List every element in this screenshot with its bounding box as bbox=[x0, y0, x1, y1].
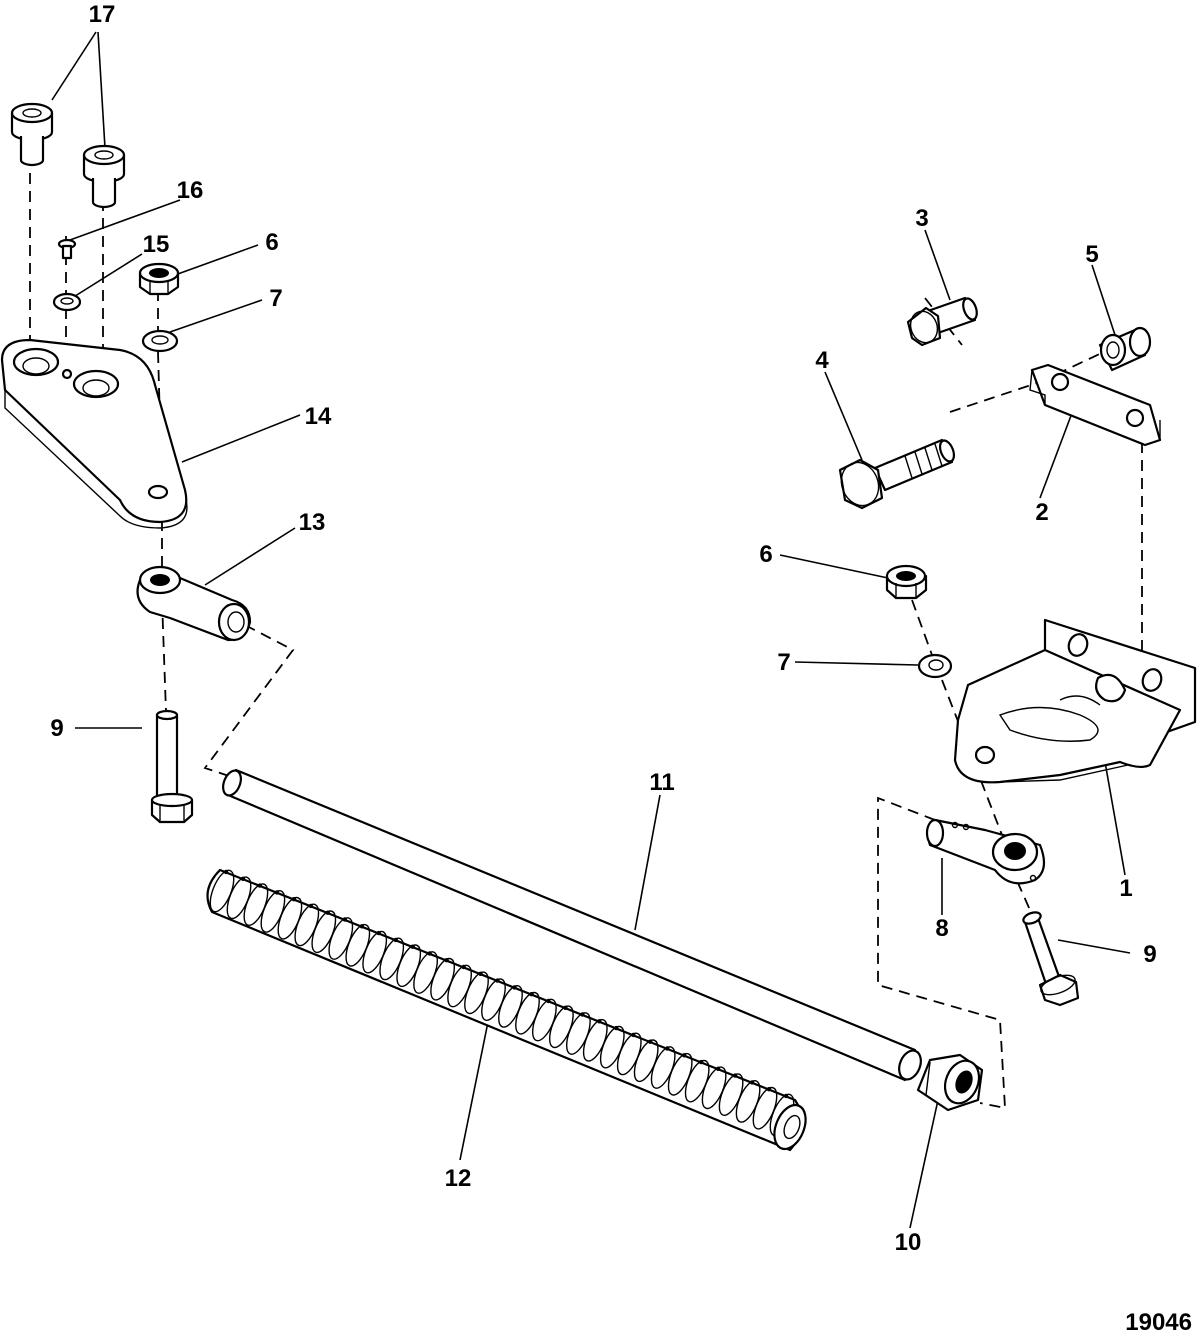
sleeve-rib-dot bbox=[766, 1087, 772, 1092]
callout-labels: 17 16 15 6 7 14 13 9 3 5 4 2 6 7 1 8 9 1… bbox=[50, 1, 1192, 1336]
bolt-9-right bbox=[1022, 911, 1080, 1007]
callout-11: 11 bbox=[649, 769, 674, 796]
clamp-plate-2 bbox=[1029, 363, 1162, 447]
rod-end-13 bbox=[136, 565, 252, 642]
sleeve-rib-dot bbox=[376, 930, 381, 936]
sleeve-rib-dot bbox=[461, 964, 466, 970]
callout-1: 1 bbox=[1119, 875, 1132, 902]
leader-lines bbox=[51, 31, 1131, 1229]
sleeve-rib-dot bbox=[342, 917, 347, 922]
sleeve-rib-dot bbox=[631, 1032, 636, 1038]
sleeve-rib-dot bbox=[563, 1005, 568, 1010]
sleeve-rib-dot bbox=[410, 944, 415, 949]
nut-10 bbox=[916, 1053, 984, 1112]
sleeve-rib-dot bbox=[393, 937, 398, 943]
sleeve-rib-dot bbox=[325, 910, 330, 915]
lock-nut-6-right bbox=[885, 564, 928, 600]
small-screw-16 bbox=[57, 238, 77, 260]
washer-15 bbox=[52, 292, 82, 312]
mounting-bracket-1 bbox=[953, 618, 1197, 784]
sleeve-rib-dot bbox=[715, 1066, 721, 1072]
sleeve-rib-dot bbox=[495, 978, 500, 983]
callout-9-right: 9 bbox=[1143, 941, 1156, 968]
sleeve-rib-dot bbox=[732, 1073, 738, 1078]
sleeve-rib-dot bbox=[580, 1012, 585, 1017]
callout-15: 15 bbox=[143, 231, 170, 258]
callout-7-left: 7 bbox=[269, 285, 282, 312]
lock-nut-6-left bbox=[138, 262, 180, 296]
washer-7-right bbox=[917, 653, 953, 679]
sleeve-rib-dot bbox=[749, 1080, 755, 1085]
callout-14: 14 bbox=[305, 403, 332, 430]
sleeve-rib-dot bbox=[512, 985, 517, 990]
steering-rod-11 bbox=[222, 768, 922, 1082]
callout-9-left: 9 bbox=[50, 715, 63, 742]
bolt-4 bbox=[838, 438, 956, 510]
callout-5: 5 bbox=[1085, 241, 1098, 268]
callout-10: 10 bbox=[895, 1229, 922, 1256]
sleeve-rib-dot bbox=[240, 876, 246, 881]
sleeve-rib-dot bbox=[597, 1019, 602, 1024]
callout-17: 17 bbox=[89, 1, 116, 28]
sleeve-rib-dot bbox=[257, 883, 263, 888]
steering-arm-14 bbox=[0, 338, 188, 529]
sleeve-rib-dot bbox=[274, 890, 280, 895]
sleeve-rib-dot bbox=[308, 903, 313, 909]
callout-13: 13 bbox=[299, 509, 326, 536]
sleeve-rib-dot bbox=[682, 1053, 687, 1058]
callout-12: 12 bbox=[445, 1165, 472, 1192]
callout-3: 3 bbox=[915, 205, 928, 232]
socket-screw-17-left bbox=[10, 102, 54, 167]
callout-6-left: 6 bbox=[265, 229, 278, 256]
rod-end-8 bbox=[925, 818, 1046, 885]
sleeve-rib-dot bbox=[427, 951, 432, 956]
sleeve-rib-dot bbox=[665, 1046, 670, 1051]
sleeve-rib-dot bbox=[478, 971, 483, 976]
washer-7-left bbox=[141, 329, 179, 353]
callout-8: 8 bbox=[935, 915, 948, 942]
bolt-9-left bbox=[150, 709, 194, 824]
callout-6-right: 6 bbox=[759, 541, 772, 568]
corrugated-sleeve-12 bbox=[206, 868, 807, 1152]
alignment-lines bbox=[29, 155, 1143, 1110]
figure-number: 19046 bbox=[1125, 1309, 1192, 1336]
sleeve-rib-dot bbox=[546, 998, 551, 1004]
callout-4: 4 bbox=[815, 347, 829, 374]
spacer-5 bbox=[1098, 326, 1152, 372]
socket-screw-17-right bbox=[82, 144, 126, 209]
sleeve-rib-dot bbox=[783, 1093, 789, 1099]
sleeve-rib-dot bbox=[359, 924, 364, 929]
sleeve-rib-dot bbox=[648, 1039, 653, 1044]
callout-2: 2 bbox=[1035, 499, 1048, 526]
sleeve-rib-dot bbox=[529, 992, 534, 997]
bolt-3 bbox=[906, 296, 978, 347]
sleeve-rib-dot bbox=[223, 869, 229, 875]
sleeve-rib-dot bbox=[614, 1025, 619, 1031]
sleeve-rib-dot bbox=[699, 1059, 704, 1065]
callout-16: 16 bbox=[177, 177, 204, 204]
sleeve-rib-dot bbox=[291, 897, 297, 902]
callout-7-right: 7 bbox=[777, 649, 790, 676]
sleeve-rib-dot bbox=[444, 958, 449, 963]
